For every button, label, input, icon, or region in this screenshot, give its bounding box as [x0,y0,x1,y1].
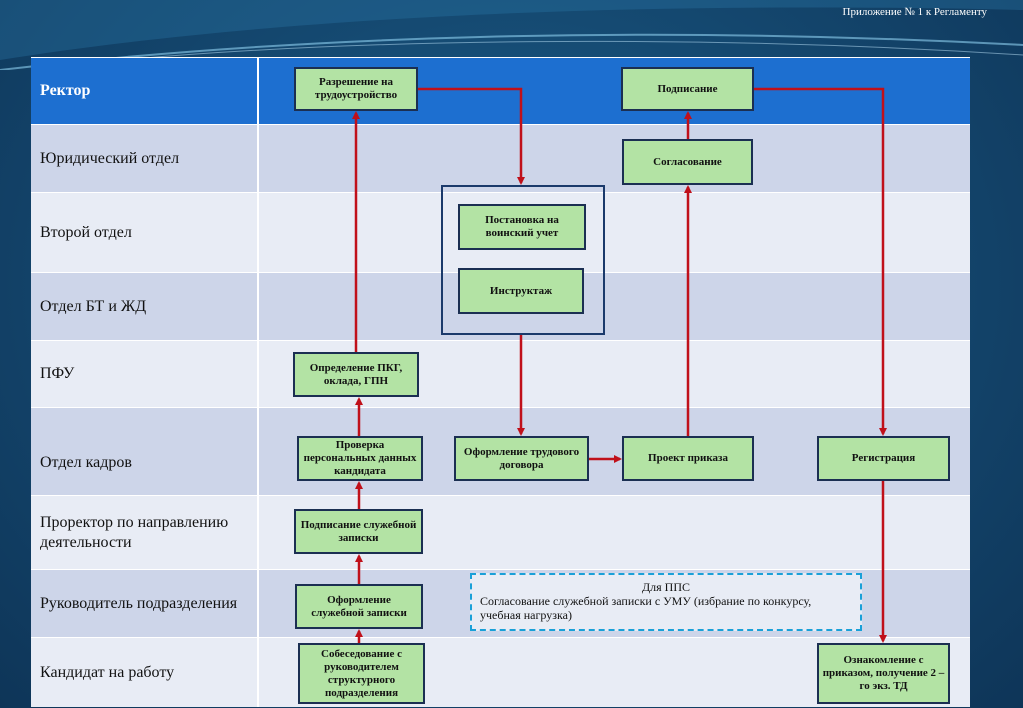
node-soglasovanie[interactable]: Согласование [622,139,753,185]
lane-label: Ректор [31,58,259,124]
node-registratsiya[interactable]: Регистрация [817,436,950,481]
lane-label: Проректор по направлению деятельности [31,496,259,569]
node-podpisanie[interactable]: Подписание [621,67,754,111]
node-proverka[interactable]: Проверка персональных данных кандидата [297,436,423,481]
lane-label: ПФУ [31,341,259,407]
lane-label: Второй отдел [31,193,259,272]
note-text: Согласование служебной записки с УМУ (из… [480,594,812,622]
node-postanovka[interactable]: Постановка на воинский учет [458,204,586,250]
node-proekt-prikaza[interactable]: Проект приказа [622,436,754,481]
node-oformlenie-zapiski[interactable]: Оформление служебной записки [295,584,423,629]
note-title: Для ППС [641,580,691,594]
node-oformlenie-dogovora[interactable]: Оформление трудового договора [454,436,589,481]
lane-label: Отдел БТ и ЖД [31,273,259,340]
node-sobesedovanie[interactable]: Собеседование с руководителем структурно… [298,643,425,704]
decorative-swoosh [0,0,1023,70]
node-opredelenie[interactable]: Определение ПКГ, оклада, ГПН [293,352,419,397]
lane-pfu: ПФУ [31,340,970,407]
node-razreshenie[interactable]: Разрешение на трудоустройство [294,67,418,111]
lane-label: Отдел кадров [31,408,259,495]
second-dept-group [441,185,605,335]
lane-label: Юридический отдел [31,125,259,192]
node-instruktazh[interactable]: Инструктаж [458,268,584,314]
node-podpisanie-zapiski[interactable]: Подписание служебной записки [294,509,423,554]
node-oznakomlenie[interactable]: Ознакомление с приказом, получение 2 –го… [817,643,950,704]
lane-candidate: Кандидат на работу [31,637,970,707]
lane-label: Кандидат на работу [31,638,259,707]
lane-prorector: Проректор по направлению деятельности [31,495,970,569]
lane-label: Руководитель подразделения [31,570,259,637]
pps-note: Для ППС Согласование служебной записки с… [470,573,862,631]
lane-rector: Ректор [31,57,970,124]
page-caption: Приложение № 1 к Регламенту [842,6,987,18]
lane-legal: Юридический отдел [31,124,970,192]
